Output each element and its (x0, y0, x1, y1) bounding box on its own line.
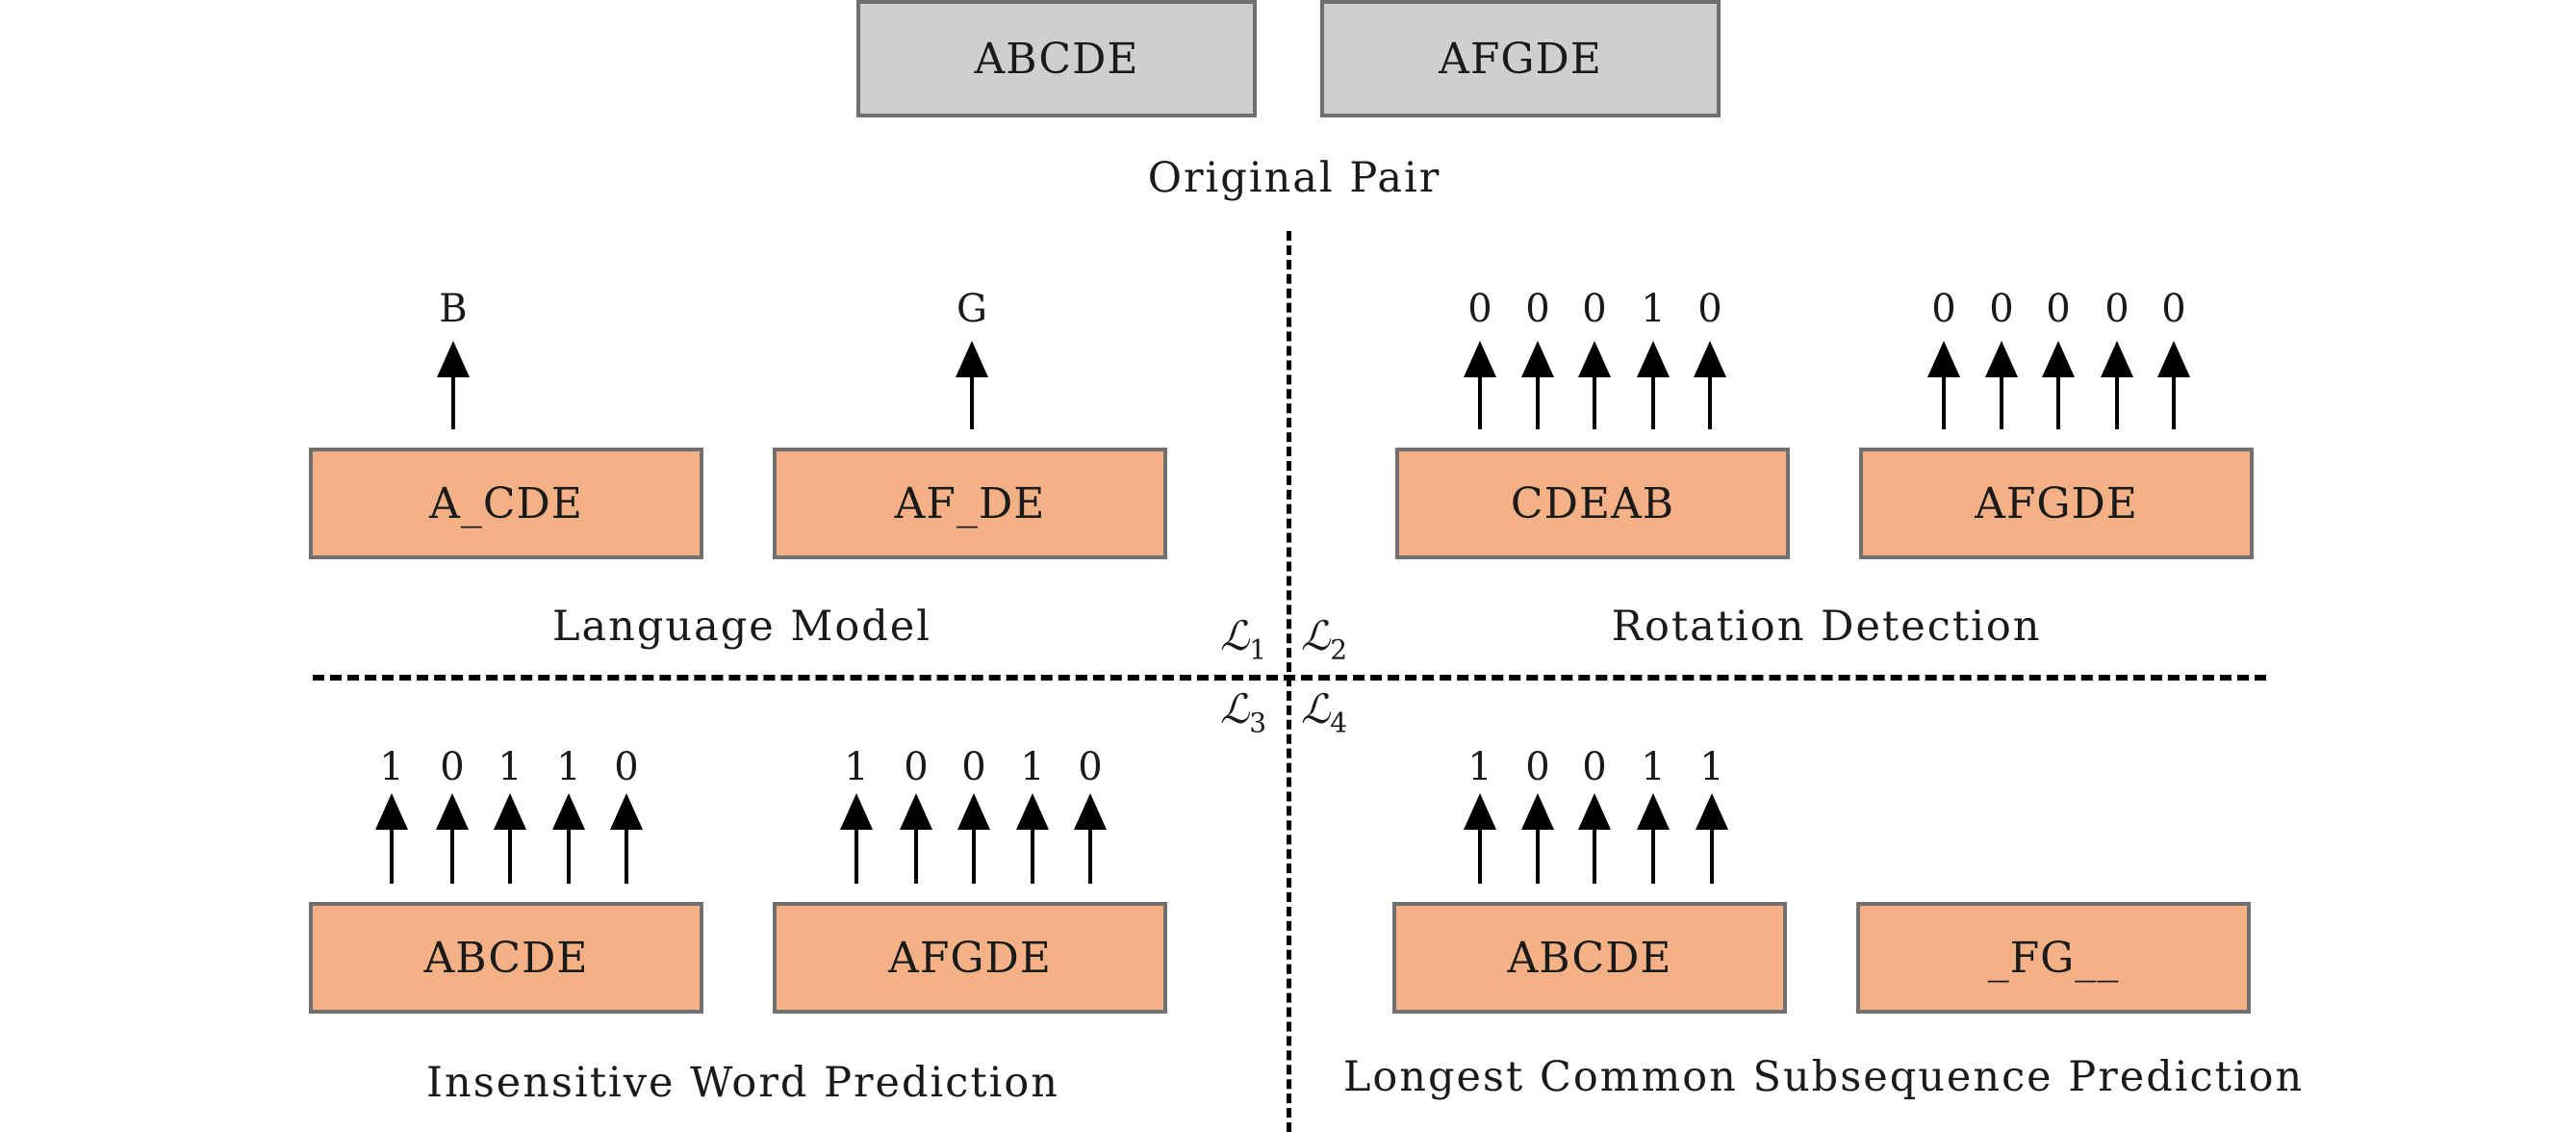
original-right-box: AFGDE (1320, 0, 1721, 117)
original-pair-caption: Original Pair (1147, 154, 1441, 202)
lm-caption: Language Model (551, 603, 932, 651)
rd-right-box: AFGDE (1859, 448, 2254, 559)
iw-left-output-5: 0 (614, 745, 639, 789)
iw-caption: Insensitive Word Prediction (426, 1059, 1059, 1107)
loss-l3-label: ℒ3 (1220, 685, 1267, 739)
iw-left-arrow-5 (610, 793, 643, 884)
lcs-left-output-3: 0 (1582, 745, 1607, 789)
iw-left-output-2: 0 (440, 745, 465, 789)
rd-right-arrow-1 (1927, 341, 1960, 429)
iw-right-output-3: 0 (961, 745, 986, 789)
lcs-right-box: _FG__ (1856, 902, 2251, 1014)
rd-left-output-5: 0 (1697, 287, 1722, 331)
rd-right-arrow-5 (2157, 341, 2190, 429)
rd-right-output-1: 0 (1931, 287, 1956, 331)
lcs-left-box: ABCDE (1392, 902, 1787, 1014)
iw-right-arrow-4 (1016, 793, 1049, 884)
loss-l1-label: ℒ1 (1220, 612, 1267, 666)
iw-right-output-2: 0 (904, 745, 929, 789)
lcs-left-output-2: 0 (1525, 745, 1550, 789)
rd-left-arrow-5 (1694, 341, 1726, 429)
rd-left-box: CDEAB (1395, 448, 1790, 559)
lcs-left-arrow-5 (1696, 793, 1728, 884)
horizontal-divider (313, 675, 2266, 681)
iw-left-output-3: 1 (497, 745, 523, 789)
rd-right-arrow-3 (2042, 341, 2075, 429)
iw-left-box-text: ABCDE (423, 933, 589, 983)
iw-right-box-text: AFGDE (888, 933, 1052, 983)
iw-left-arrow-1 (375, 793, 408, 884)
iw-left-output-1: 1 (379, 745, 404, 789)
vertical-divider (1287, 231, 1291, 1132)
rd-left-arrow-2 (1521, 341, 1554, 429)
lm-left-box-text: A_CDE (429, 478, 583, 528)
original-right-text: AFGDE (1439, 34, 1602, 84)
original-left-text: ABCDE (974, 34, 1139, 84)
rd-left-box-text: CDEAB (1510, 478, 1675, 528)
rd-left-output-3: 0 (1582, 287, 1607, 331)
rd-right-box-text: AFGDE (1975, 478, 2138, 528)
iw-right-box: AFGDE (773, 902, 1167, 1014)
iw-right-output-5: 0 (1078, 745, 1103, 789)
lcs-left-output-5: 1 (1699, 745, 1724, 789)
rd-right-output-3: 0 (2046, 287, 2071, 331)
lm-left-box: A_CDE (309, 448, 703, 559)
lm-left-output: B (439, 287, 468, 331)
rd-left-arrow-3 (1578, 341, 1611, 429)
lcs-left-arrow-4 (1637, 793, 1670, 884)
original-left-box: ABCDE (856, 0, 1257, 117)
iw-left-arrow-4 (552, 793, 585, 884)
lcs-left-arrow-3 (1578, 793, 1611, 884)
rd-right-output-4: 0 (2104, 287, 2130, 331)
lm-right-box-text: AF_DE (894, 478, 1046, 528)
lm-left-arrow (437, 341, 470, 429)
iw-left-arrow-3 (494, 793, 526, 884)
lcs-left-arrow-2 (1521, 793, 1554, 884)
lm-right-output: G (956, 287, 987, 331)
iw-left-box: ABCDE (309, 902, 703, 1014)
iw-right-arrow-2 (900, 793, 932, 884)
iw-right-output-1: 1 (844, 745, 869, 789)
lm-right-arrow (956, 341, 988, 429)
rd-left-output-2: 0 (1525, 287, 1550, 331)
loss-l2-label: ℒ2 (1301, 612, 1348, 666)
lcs-left-output-1: 1 (1467, 745, 1492, 789)
rd-right-arrow-2 (1985, 341, 2018, 429)
lcs-caption: Longest Common Subsequence Prediction (1342, 1053, 2305, 1101)
rd-left-output-1: 0 (1467, 287, 1492, 331)
iw-right-arrow-5 (1074, 793, 1107, 884)
rd-caption: Rotation Detection (1611, 603, 2042, 651)
iw-right-arrow-1 (840, 793, 873, 884)
rd-right-output-2: 0 (1989, 287, 2014, 331)
rd-right-arrow-4 (2101, 341, 2133, 429)
iw-left-arrow-2 (436, 793, 469, 884)
rd-left-output-4: 1 (1641, 287, 1666, 331)
lcs-left-box-text: ABCDE (1507, 933, 1672, 983)
iw-right-arrow-3 (957, 793, 990, 884)
lm-right-box: AF_DE (773, 448, 1167, 559)
lcs-left-arrow-1 (1464, 793, 1496, 884)
rd-right-output-5: 0 (2161, 287, 2186, 331)
rd-left-arrow-1 (1464, 341, 1496, 429)
lcs-left-output-4: 1 (1641, 745, 1666, 789)
loss-l4-label: ℒ4 (1301, 685, 1348, 739)
lcs-right-box-text: _FG__ (1987, 933, 2120, 983)
iw-left-output-4: 1 (556, 745, 581, 789)
iw-right-output-4: 1 (1020, 745, 1045, 789)
rd-left-arrow-4 (1637, 341, 1670, 429)
